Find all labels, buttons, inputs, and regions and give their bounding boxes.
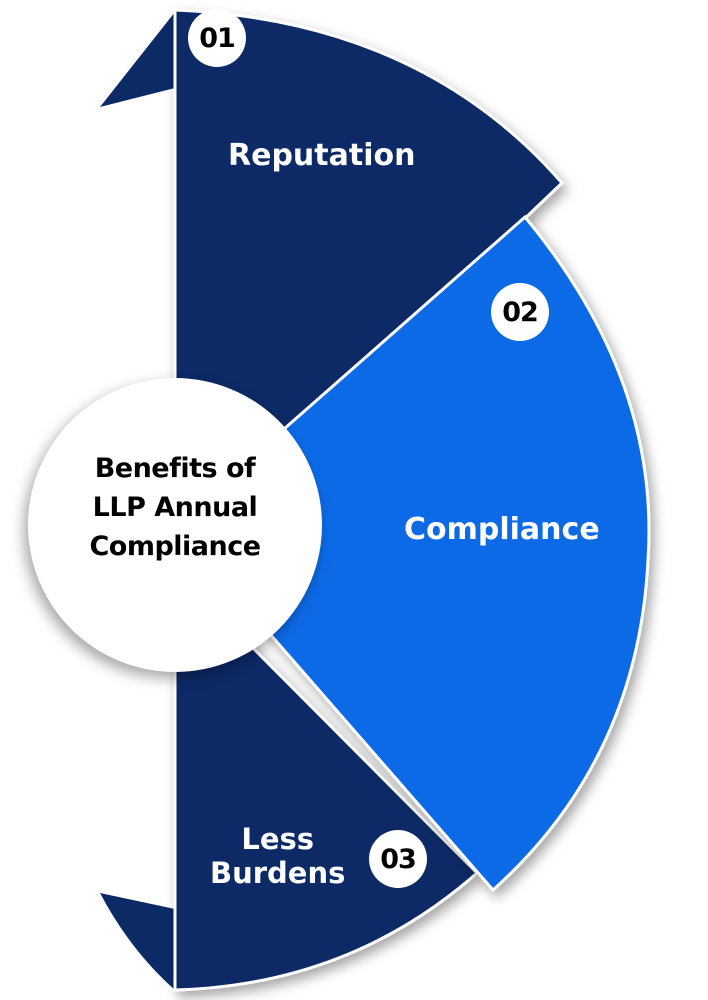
center-circle: Benefits of LLP Annual Compliance <box>28 378 322 672</box>
label-compliance: Compliance <box>404 512 600 547</box>
center-title: Benefits of LLP Annual Compliance <box>89 449 261 566</box>
segment-reputation[interactable] <box>173 8 565 529</box>
badge-01: 01 <box>188 9 246 67</box>
center-title-line-1: Benefits of <box>94 453 256 484</box>
label-less: Less <box>241 822 315 856</box>
center-title-line-3: Compliance <box>89 531 261 562</box>
label-burdens: Burdens <box>210 856 346 890</box>
segment-compliance[interactable] <box>172 214 651 893</box>
center-title-line-2: LLP Annual <box>92 492 258 523</box>
bottom-fold-flap <box>100 893 175 990</box>
label-less-burdens: Less Burdens <box>210 822 345 890</box>
top-fold-flap <box>100 12 175 107</box>
label-reputation: Reputation <box>228 138 416 173</box>
badge-02: 02 <box>491 283 549 341</box>
badge-03: 03 <box>369 830 427 888</box>
